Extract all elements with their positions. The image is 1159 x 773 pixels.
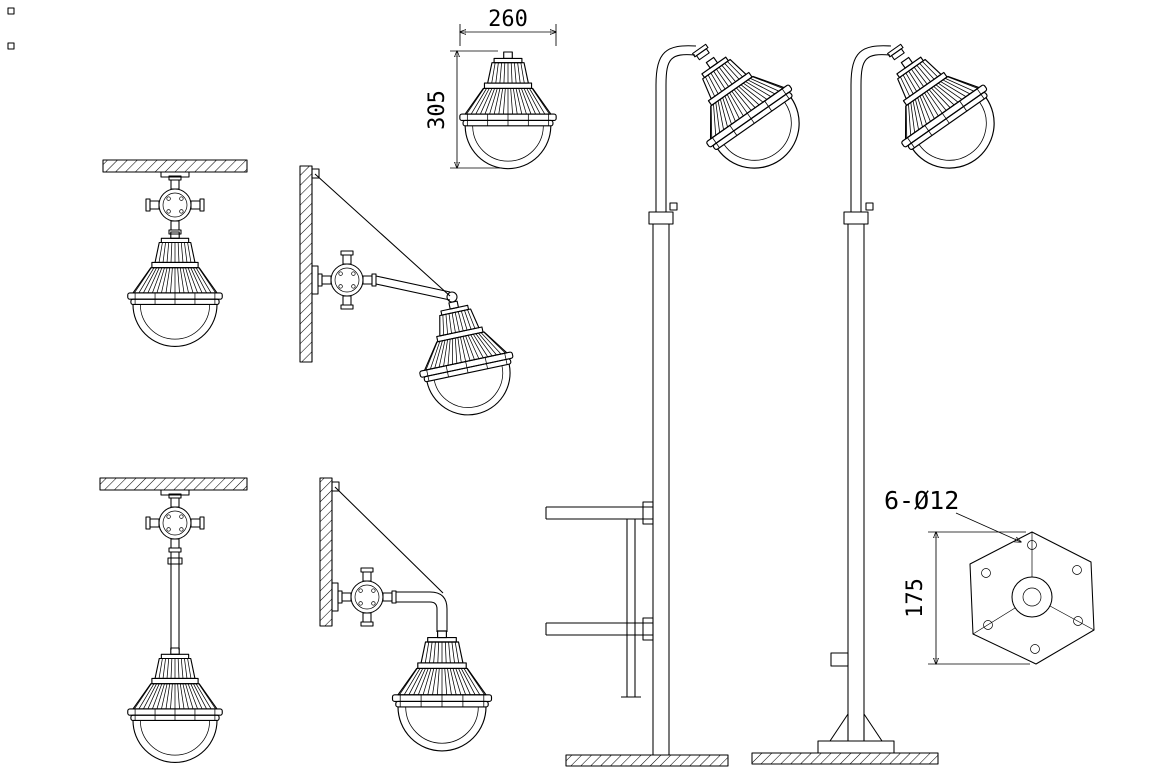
dim-label-front-height: 305 — [425, 90, 450, 130]
junction-box-symbol — [337, 567, 397, 627]
dim-label-bolt-holes: 6-Ø12 — [884, 486, 959, 515]
lamp-symbol — [127, 647, 223, 764]
junction-box-symbol — [317, 250, 377, 310]
fig-wall-mount-curved-arm — [319, 477, 493, 752]
lamp-symbol — [406, 291, 524, 425]
lamp-symbol — [127, 231, 223, 348]
fig-lamp-front-view: 260 305 — [425, 7, 557, 170]
lamp-symbol — [459, 51, 557, 170]
fig-ceiling-mount-short — [102, 159, 248, 348]
fig-pole-mount-base-plate — [751, 30, 1017, 765]
fig-pole-mount-clamped — [545, 30, 822, 767]
dim-label-base-height: 175 — [903, 578, 928, 618]
dim-label-front-width: 260 — [488, 7, 528, 32]
fig-ceiling-mount-long — [99, 477, 248, 764]
fig-base-plate-top-view: 175 6-Ø12 — [884, 486, 1095, 664]
fig-wall-mount-straight-arm — [299, 165, 524, 425]
lamp-symbol — [391, 630, 493, 752]
corner-mark — [7, 7, 15, 15]
junction-box-symbol — [145, 175, 205, 235]
corner-mark — [7, 42, 15, 50]
junction-box-symbol — [145, 493, 205, 553]
